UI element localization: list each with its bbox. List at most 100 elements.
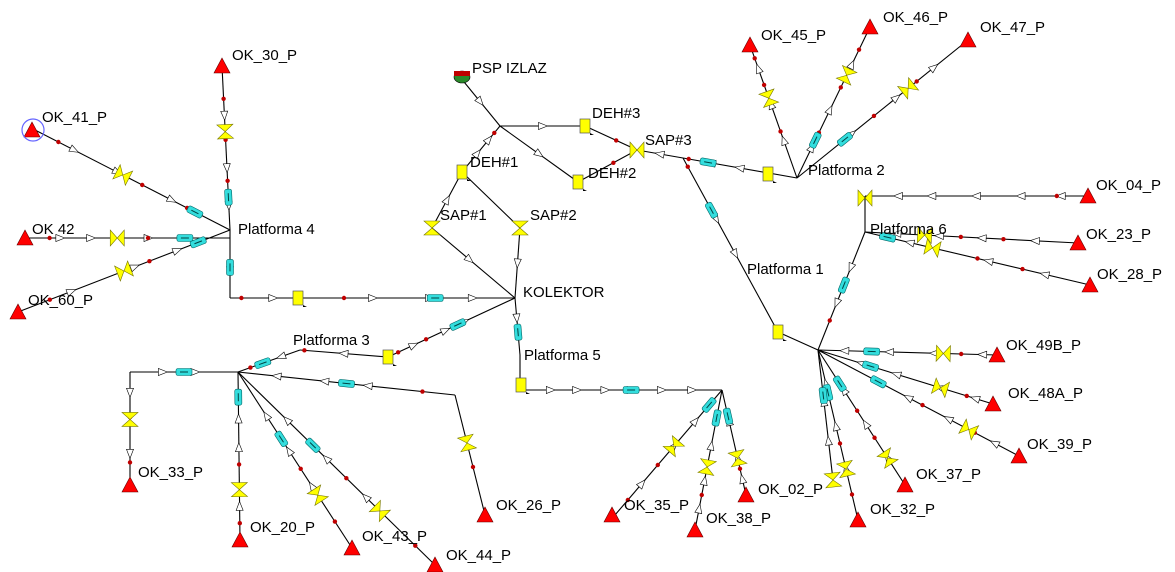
label-ok-30: OK_30_P — [232, 47, 297, 64]
flow-arrow-shape — [286, 446, 295, 457]
well-triangle-icon — [1010, 447, 1028, 464]
labels-layer: OK_30_P OK_41_P OK 42 OK_60_P Platforma … — [28, 9, 1162, 564]
valve-half — [121, 419, 139, 427]
flow-arrow-icon — [969, 396, 981, 404]
junction-dot — [248, 365, 253, 370]
junction-dot — [614, 138, 619, 143]
flow-arrow-shape — [687, 386, 698, 394]
flow-meter-icon — [186, 205, 204, 219]
separator-tank-base — [393, 364, 397, 366]
flow-arrow-icon — [654, 150, 665, 159]
valve-half — [378, 509, 392, 523]
valve-half — [841, 64, 858, 76]
flow-arrow-shape — [158, 368, 169, 376]
flow-arrow-icon — [883, 348, 895, 357]
junction-dot — [699, 492, 704, 498]
flow-arrow-shape — [903, 394, 915, 404]
label-ok-38: OK_38_P — [706, 510, 771, 527]
flow-arrow-shape — [969, 396, 981, 404]
valve-half — [230, 489, 249, 498]
flow-arrow-shape — [126, 449, 134, 460]
flow-meter-icon — [175, 368, 193, 376]
flow-meter-icon — [836, 132, 853, 147]
valve-half — [864, 189, 873, 207]
flow-arrow-shape — [834, 297, 843, 309]
flow-arrow-shape — [545, 386, 557, 394]
flow-arrow-shape — [729, 248, 739, 259]
flow-arrow-icon — [319, 377, 330, 386]
meter-needle — [837, 380, 843, 388]
flow-arrow-icon — [839, 346, 850, 355]
flow-meter-icon — [426, 294, 444, 302]
valve-icon — [758, 88, 780, 109]
flow-meter-icon — [176, 234, 194, 242]
label-ok-41: OK_41_P — [42, 109, 107, 126]
flow-arrow-icon — [513, 258, 522, 269]
junction-dot — [871, 113, 877, 119]
flow-meter-icon — [338, 379, 355, 388]
flow-arrow-shape — [439, 327, 451, 336]
junction-dot — [838, 85, 843, 90]
flow-arrow-icon — [283, 416, 294, 427]
flow-arrow-icon — [600, 386, 611, 394]
flow-arrow-icon — [68, 144, 80, 153]
flow-meter-icon — [863, 347, 881, 356]
valve-half — [916, 225, 926, 244]
flow-meter-icon — [513, 323, 523, 341]
flow-arrow-icon — [635, 479, 646, 490]
junction-dot — [959, 351, 964, 357]
valve-half — [896, 86, 909, 100]
separator-tank-base — [773, 181, 777, 183]
meter-needle — [826, 388, 830, 397]
separator-tank-icon — [515, 377, 527, 393]
junction-dot — [849, 492, 855, 497]
label-sap-2: SAP#2 — [530, 207, 577, 224]
separator-tank-base — [583, 189, 587, 191]
valve-icon — [896, 76, 920, 100]
flow-arrow-icon — [824, 104, 833, 116]
flow-arrow-shape — [970, 192, 981, 200]
junction-dot — [920, 402, 925, 408]
flow-arrow-icon — [263, 411, 273, 422]
flow-arrow-icon — [825, 435, 833, 446]
flow-arrow-icon — [890, 94, 901, 104]
valve-half — [839, 468, 857, 479]
flow-arrow-icon — [706, 440, 715, 451]
valve-icon — [697, 458, 718, 476]
valve-half — [122, 170, 134, 187]
flow-arrow-shape — [68, 144, 80, 153]
flow-arrow-shape — [361, 493, 372, 504]
valve-icon — [823, 471, 843, 489]
flow-arrow-shape — [846, 59, 855, 71]
junction-dot — [625, 497, 631, 503]
valve-half — [423, 220, 441, 229]
junction-dot — [147, 258, 152, 264]
label-ok-32: OK_32_P — [870, 501, 935, 518]
flow-arrow-shape — [55, 234, 66, 242]
valve-half — [662, 445, 676, 458]
meter-needle — [706, 401, 713, 409]
meter-needle — [309, 442, 317, 449]
flow-arrow-icon — [126, 449, 134, 460]
flow-arrow-icon — [512, 313, 521, 324]
valve-icon — [109, 229, 125, 247]
separator-tank-icon — [382, 349, 394, 365]
valve-half — [727, 449, 745, 459]
junction-dot — [140, 182, 145, 188]
flow-arrow-icon — [545, 386, 557, 394]
flow-meter-icon — [224, 188, 233, 206]
flow-arrow-shape — [976, 350, 988, 359]
junction-dot — [1020, 266, 1025, 272]
flow-meter-icon — [305, 437, 321, 453]
flow-arrow-icon — [158, 368, 169, 376]
valve-icon — [923, 237, 942, 259]
flow-meter-icon — [879, 232, 896, 243]
flow-arrow-shape — [862, 419, 872, 430]
flow-arrow-shape — [904, 239, 916, 248]
valve-icon — [230, 482, 249, 498]
label-ok-44: OK_44_P — [446, 547, 511, 564]
flow-meter-icon — [862, 360, 879, 372]
flow-arrow-icon — [407, 342, 419, 351]
flow-arrow-shape — [927, 63, 939, 74]
flow-meter-icon — [837, 276, 850, 294]
